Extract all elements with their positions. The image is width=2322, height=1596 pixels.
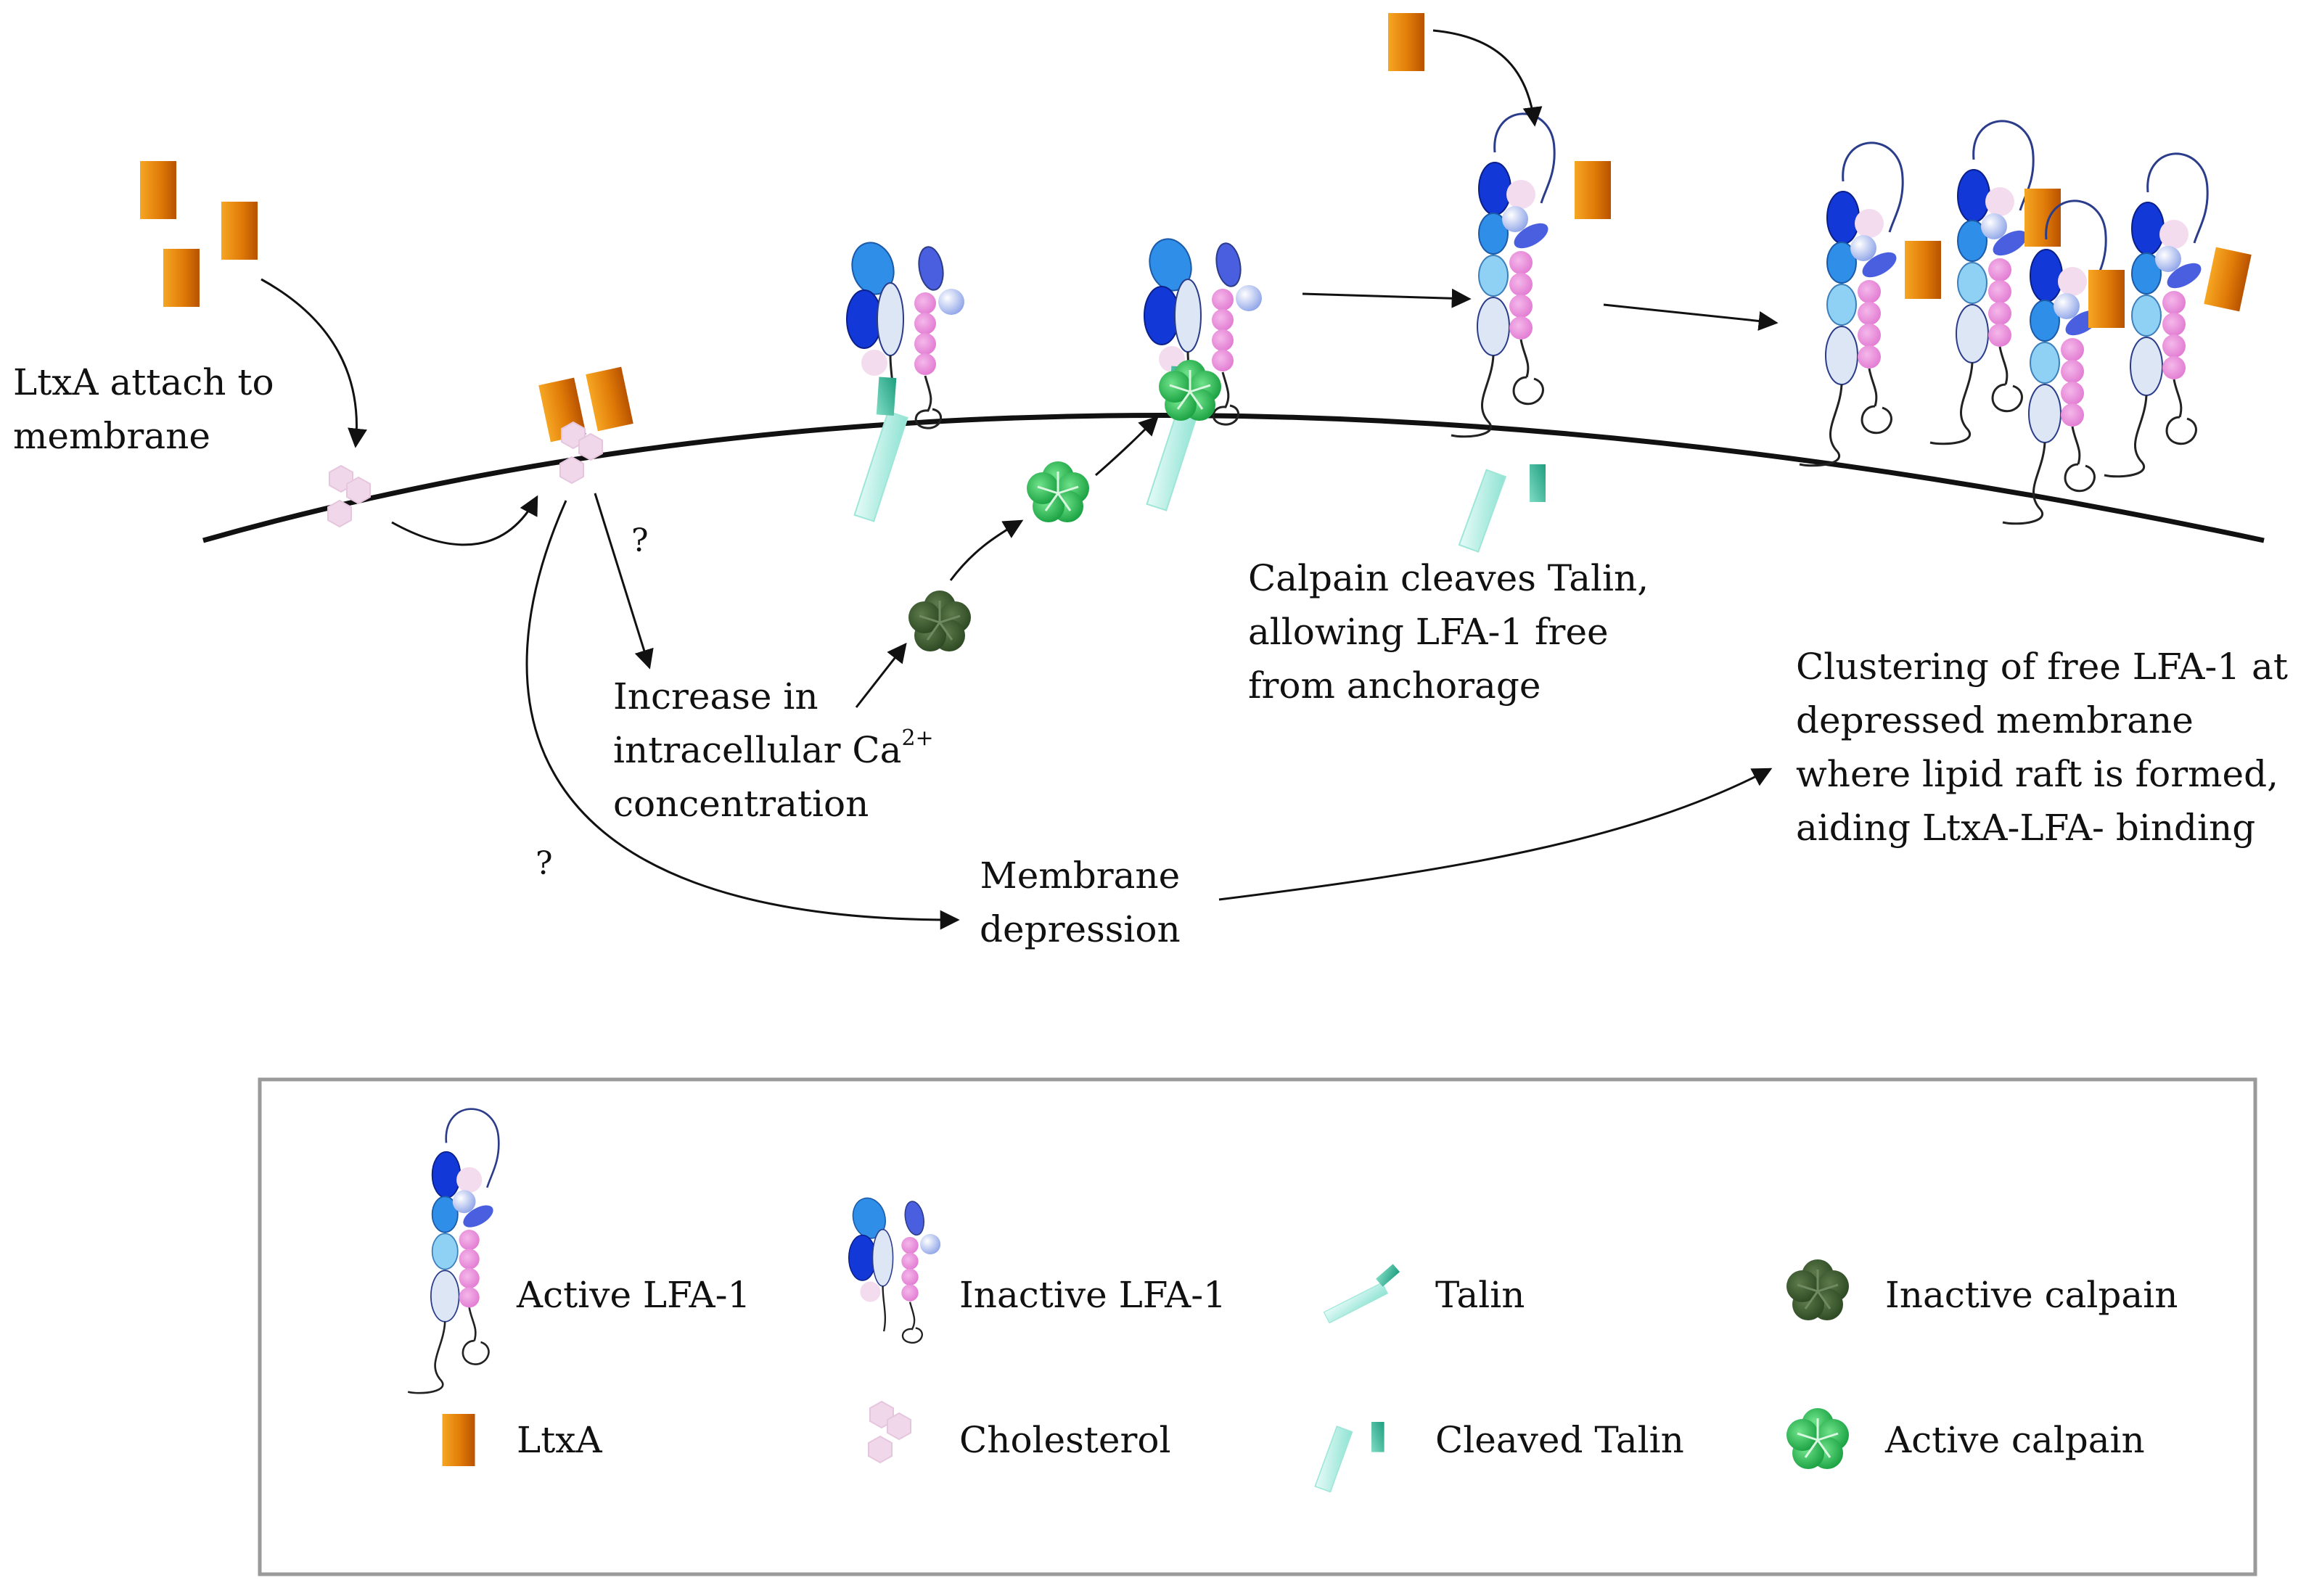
ltxa-bound-2: [586, 366, 633, 432]
arrow-step-3: [1302, 288, 1472, 308]
legend-cholesterol: Cholesterol: [959, 1419, 1171, 1461]
inactive-lfa1-1: [845, 236, 966, 429]
label-ltxa-attach: LtxA attach to membrane: [13, 361, 274, 457]
ltxa-cluster-3: [2088, 270, 2125, 328]
ltxa-free-3: [163, 249, 200, 307]
ltxa-cluster-4: [2204, 247, 2252, 312]
active-lfa1-freed: [1450, 112, 1556, 438]
active-lfa1-cluster-2: [1929, 120, 2035, 445]
arrow-to-depression: [525, 500, 960, 930]
legend-active-calpain: Active calpain: [1885, 1419, 2145, 1461]
cholesterol-cluster-1: [327, 465, 371, 527]
cell-membrane: [202, 413, 2265, 543]
active-lfa1-cluster-1: [1798, 141, 1904, 467]
ltxa-top: [1388, 13, 1424, 71]
arrow-to-calcium: [594, 493, 654, 670]
ltxa-cluster-2: [2024, 189, 2061, 247]
arrow-step-4: [1603, 303, 1779, 331]
active-lfa1-cluster-3: [2001, 200, 2107, 525]
legend-box: [258, 1077, 2257, 1576]
question-mark-2: ?: [536, 845, 553, 882]
legend-inactive-lfa1: Inactive LFA-1: [959, 1274, 1226, 1316]
legend-active-lfa1: Active LFA-1: [517, 1274, 751, 1316]
legend-cleaved-talin: Cleaved Talin: [1435, 1419, 1684, 1461]
arrow-calpain-to-active: [949, 519, 1024, 581]
ltxa-free-2: [221, 202, 258, 260]
inactive-calpain: [907, 589, 972, 653]
ltxa-free-1: [140, 161, 176, 219]
arrow-ltxa-top: [1432, 29, 1543, 127]
arrow-to-bound: [391, 495, 538, 546]
arrow-active-to-talin: [1095, 416, 1159, 477]
legend-inactive-calpain: Inactive calpain: [1885, 1274, 2178, 1316]
arrow-calcium-to-calpain: [855, 642, 907, 708]
legend-ltxa: LtxA: [517, 1419, 602, 1461]
label-clustering: Clustering of free LFA-1 at depressed me…: [1796, 646, 2288, 849]
legend-ltxa-swatch: [442, 1414, 475, 1466]
ltxa-cluster-1: [1905, 241, 1941, 299]
label-membrane-depression: Membrane depression: [980, 855, 1181, 950]
legend-talin: Talin: [1435, 1274, 1525, 1316]
pathway-arrows: [260, 29, 1779, 930]
talin-1: [853, 376, 908, 522]
cholesterol-cluster-2: [559, 421, 603, 484]
cleaved-talin-step: [1458, 464, 1546, 553]
question-mark-1: ?: [631, 522, 649, 559]
arrow-depression-to-cluster: [1218, 768, 1773, 901]
ltxa-on-lfa1: [1575, 161, 1611, 219]
active-calpain-free: [1025, 460, 1091, 524]
label-calpain-cleaves: Calpain cleaves Talin, allowing LFA-1 fr…: [1248, 557, 1649, 707]
arrow-ltxa-to-membrane: [260, 278, 367, 448]
label-calcium: Increase in intracellular Ca2+ concentra…: [613, 675, 934, 825]
